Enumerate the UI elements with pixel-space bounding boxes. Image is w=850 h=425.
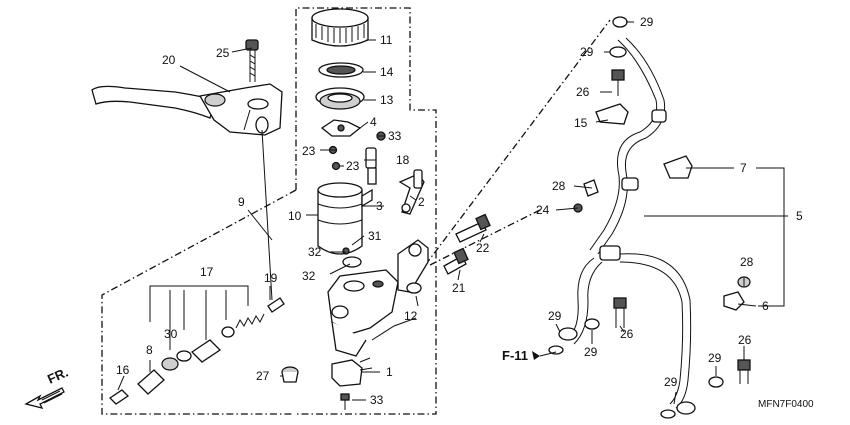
float-part [320, 119, 362, 137]
diaphragm-plate-part [318, 62, 364, 78]
callout-29-mid-left: 29 [548, 309, 562, 323]
callout-11: 11 [380, 33, 393, 47]
callout-5: 5 [796, 209, 803, 223]
callout-18: 18 [396, 153, 410, 167]
callout-19: 19 [264, 271, 278, 285]
callout-26-mid: 26 [620, 327, 634, 341]
callout-8: 8 [146, 343, 153, 357]
callout-10: 10 [288, 209, 302, 223]
callout-1: 1 [386, 365, 393, 379]
switch-part [331, 357, 373, 387]
callout-27: 27 [256, 369, 270, 383]
brake-hose-upper-part [589, 37, 667, 255]
pivot-bolt-part [245, 39, 259, 82]
callout-21: 21 [452, 281, 466, 295]
callout-23-left: 23 [302, 144, 316, 158]
callout-30: 30 [164, 327, 178, 341]
brake-hose-lower-part [565, 245, 692, 409]
callout-25: 25 [216, 46, 230, 60]
hose-clips-part [573, 155, 751, 311]
cylinder-bolts-part [443, 213, 491, 275]
master-cylinder-body-part [327, 239, 429, 357]
callout-28-right: 28 [740, 255, 754, 269]
callout-7: 7 [740, 161, 747, 175]
reservoir-cap-part [311, 8, 369, 47]
callout-16: 16 [116, 363, 130, 377]
callout-29-upper: 29 [580, 45, 594, 59]
callout-9: 9 [238, 195, 245, 209]
callout-3: 3 [376, 199, 383, 213]
callout-32-lower: 32 [302, 269, 316, 283]
callout-26-upper: 26 [576, 85, 590, 99]
callout-32-upper: 32 [308, 245, 322, 259]
front-arrow-icon [24, 387, 65, 409]
callout-6: 6 [762, 299, 769, 313]
brake-lever-part [91, 83, 283, 136]
callout-23-right: 23 [346, 159, 360, 173]
callout-4: 4 [370, 115, 377, 129]
callout-26-lower: 26 [738, 333, 752, 347]
piston-set-part [108, 297, 285, 405]
front-direction-label: FR. [45, 365, 70, 387]
reservoir-tank-part [317, 182, 373, 255]
callout-14: 14 [380, 65, 394, 79]
hose-joint-part [365, 147, 377, 185]
callout-2: 2 [418, 195, 425, 209]
switch-screw-part [340, 393, 350, 410]
leader-lines [117, 21, 788, 405]
hose-clamp-part [398, 169, 425, 215]
callout-29-top: 29 [640, 15, 654, 29]
diaphragm-part [315, 87, 365, 110]
reference-label: F-11 [502, 348, 528, 363]
callout-31: 31 [368, 229, 382, 243]
holder-part [281, 366, 299, 383]
banjo-fittings-part [548, 16, 724, 419]
callout-33-lower: 33 [370, 393, 384, 407]
diagram-code: MFN7F0400 [758, 399, 814, 410]
callout-24: 24 [536, 203, 550, 217]
callout-33-upper: 33 [388, 129, 402, 143]
callout-28-left: 28 [552, 179, 566, 193]
callout-13: 13 [380, 93, 394, 107]
callout-29-lower-right: 29 [708, 351, 722, 365]
callout-17: 17 [200, 265, 214, 279]
callout-numbers: 25 20 11 14 13 4 33 23 23 18 10 3 2 31 3… [45, 15, 814, 410]
reference-arrow [532, 351, 557, 360]
callout-29-mid: 29 [584, 345, 598, 359]
callout-29-bottom: 29 [664, 375, 678, 389]
callout-12: 12 [404, 309, 418, 323]
callout-22: 22 [476, 241, 490, 255]
boundary-lines [101, 7, 611, 415]
reservoir-hose-oring-part [342, 247, 362, 268]
callout-20: 20 [162, 53, 176, 67]
callout-15: 15 [574, 116, 588, 130]
